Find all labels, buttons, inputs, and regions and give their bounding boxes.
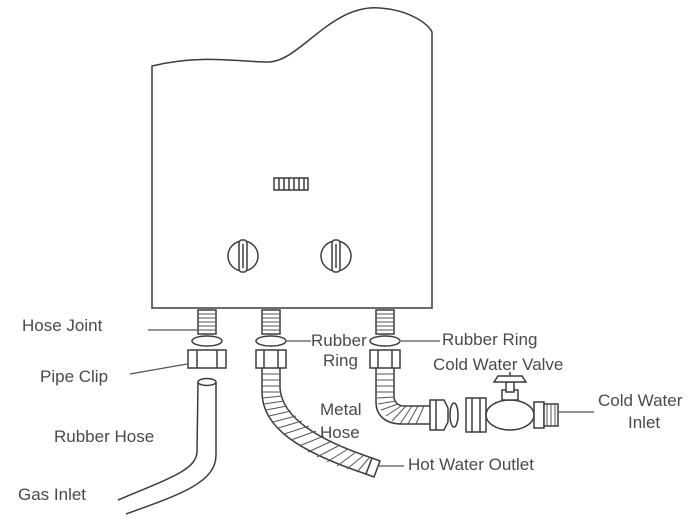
cold-water-valve — [465, 372, 545, 433]
cold-water-nut — [369, 349, 401, 369]
label-pipe-clip: Pipe Clip — [40, 367, 108, 386]
label-rubber-ring-mid-line1: Rubber — [311, 331, 367, 350]
cold-water-threaded-pipe — [375, 309, 395, 335]
label-rubber-hose: Rubber Hose — [54, 427, 154, 446]
label-cold-water-inlet-line1: Cold Water — [598, 391, 683, 410]
label-metal-hose-line2: Hose — [320, 423, 360, 442]
rotary-knob-icon — [227, 239, 259, 273]
label-rubber-ring-right: Rubber Ring — [442, 330, 537, 349]
cold-water-inlet-pipe — [543, 403, 559, 427]
hot-water-nut — [255, 349, 287, 369]
display-window-icon — [273, 177, 309, 191]
cold-water-rubber-ring — [369, 335, 401, 347]
label-hose-joint: Hose Joint — [22, 316, 103, 335]
metal-hose — [261, 368, 381, 478]
gas-threaded-pipe — [197, 309, 217, 335]
cold-water-elbow-hose — [375, 368, 449, 431]
pipe-clip — [187, 349, 227, 369]
label-hot-water-outlet: Hot Water Outlet — [408, 455, 534, 474]
heater-body — [151, 7, 433, 309]
label-metal-hose-line1: Metal — [320, 400, 362, 419]
label-rubber-ring-mid-line2: Ring — [323, 351, 358, 370]
valve-sealing-ring — [449, 402, 459, 428]
hot-water-threaded-pipe — [261, 309, 281, 335]
label-cold-water-valve: Cold Water Valve — [433, 355, 563, 374]
rubber-hose — [117, 377, 217, 515]
leader-pipe-clip — [129, 363, 188, 375]
hot-water-rubber-ring — [255, 335, 287, 347]
gas-sealing-ring — [191, 335, 223, 347]
label-cold-water-inlet-line2: Inlet — [628, 413, 660, 432]
label-gas-inlet: Gas Inlet — [18, 485, 86, 504]
rotary-knob-icon — [320, 239, 352, 273]
